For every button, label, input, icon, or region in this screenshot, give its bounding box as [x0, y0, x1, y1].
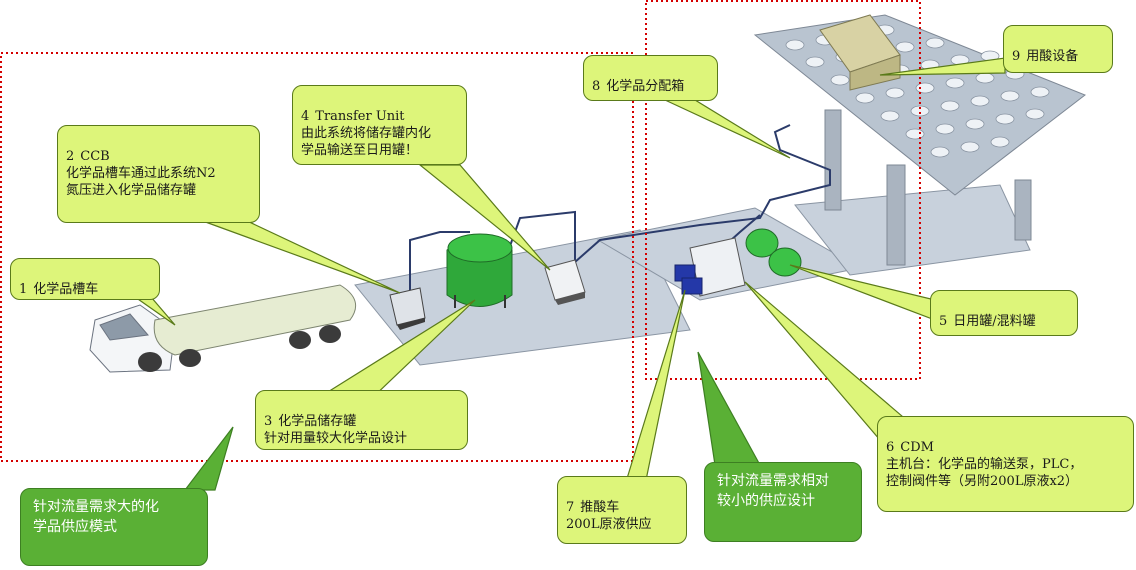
- callout-text: CCB 化学品槽车通过此系统N2 氮压进入化学品储存罐: [66, 149, 216, 198]
- callout-number: 7: [566, 500, 575, 515]
- callout-text: 日用罐/混料罐: [953, 314, 1036, 329]
- callout-acid-equipment: 9 用酸设备: [1003, 25, 1113, 73]
- platform-pillar: [886, 164, 906, 266]
- callout-day-tank: 5 日用罐/混料罐: [930, 290, 1078, 336]
- tanker-truck: [89, 284, 357, 373]
- callout-text: 化学品分配箱: [606, 79, 685, 94]
- ccb-cabinet: [389, 287, 426, 330]
- callout-number: 4: [301, 109, 310, 124]
- large-flow-region: [0, 52, 634, 462]
- mode-large-flow: 针对流量需求大的化 学品供应模式: [20, 488, 208, 566]
- callout-text: 推酸车 200L原液供应: [566, 500, 652, 532]
- storage-tank: [446, 233, 513, 308]
- callout-number: 8: [592, 79, 601, 94]
- callout-tanker-truck: 1 化学品槽车: [10, 258, 160, 300]
- callout-text: Transfer Unit 由此系统将储存罐内化 学品输送至日用罐！: [301, 109, 432, 158]
- mode-small-flow: 针对流量需求相对 较小的供应设计: [704, 462, 862, 542]
- callout-text: CDM 主机台：化学品的输送泵，PLC， 控制阀件等（另附200L原液x2）: [886, 440, 1083, 489]
- transfer-unit: [544, 259, 586, 305]
- cdm-cabinet: [674, 237, 746, 297]
- callout-number: 6: [886, 440, 895, 455]
- callout-text: 化学品槽车: [33, 282, 99, 297]
- callout-number: 2: [66, 149, 75, 164]
- small-flow-region: [645, 0, 921, 380]
- day-tanks: [745, 228, 802, 277]
- callout-number: 3: [264, 414, 273, 429]
- callout-text: 化学品储存罐 针对用量较大化学品设计: [264, 414, 408, 446]
- platform-pillar: [1014, 179, 1032, 241]
- callout-distribution-box: 8 化学品分配箱: [583, 55, 718, 101]
- floor-platform-right: [794, 184, 1031, 276]
- acid-tool-side: [849, 54, 901, 91]
- platform-pillar: [824, 109, 842, 211]
- callout-number: 9: [1012, 49, 1021, 64]
- mode-pointers: [183, 351, 762, 491]
- callout-text: 用酸设备: [1026, 49, 1079, 64]
- callout-number: 1: [19, 282, 28, 297]
- callout-number: 5: [939, 314, 948, 329]
